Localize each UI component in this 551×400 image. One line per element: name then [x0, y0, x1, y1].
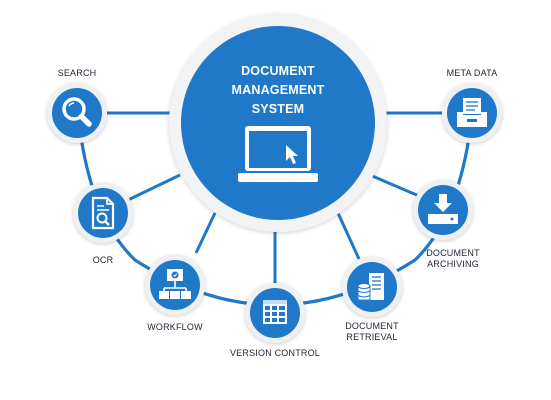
node-document-retrieval[interactable] [342, 257, 402, 317]
node-document-archiving-disc [418, 185, 468, 235]
node-ocr-label: OCR [73, 255, 133, 266]
document-scan-icon [91, 196, 115, 230]
hub-title-line: SYSTEM [251, 102, 305, 116]
hub-title-line: MANAGEMENT [231, 83, 325, 97]
label-line: META DATA [446, 68, 498, 78]
node-search-disc [52, 88, 102, 138]
hub-title-line: DOCUMENT [241, 64, 315, 78]
central-hub: DOCUMENT MANAGEMENT SYSTEM [169, 14, 387, 232]
laptop-cursor-icon [238, 126, 318, 182]
spoke-workflow [194, 212, 217, 254]
label-line: SEARCH [57, 68, 97, 78]
node-search-label: SEARCH [47, 68, 107, 79]
node-workflow-disc [150, 260, 200, 310]
node-ocr-disc [78, 188, 128, 238]
node-document-archiving-label: DOCUMENT ARCHIVING [413, 248, 493, 270]
node-workflow[interactable] [145, 255, 205, 315]
download-tray-icon [428, 194, 458, 224]
grid-table-icon [263, 300, 287, 324]
spoke-retrieval [336, 212, 361, 260]
node-search[interactable] [47, 83, 107, 143]
spoke-ocr [127, 173, 181, 202]
node-version-control-label: VERSION CONTROL [215, 348, 335, 359]
node-workflow-label: WORKFLOW [140, 322, 210, 333]
label-line: VERSION CONTROL [229, 348, 320, 358]
org-chart-icon [159, 269, 191, 299]
node-document-retrieval-disc [347, 262, 397, 312]
node-version-control[interactable] [245, 283, 305, 343]
label-line: DOCUMENT [426, 248, 480, 258]
node-version-control-disc [250, 288, 300, 338]
label-line: OCR [92, 255, 114, 265]
magnifier-icon [62, 97, 92, 127]
node-ocr[interactable] [73, 183, 133, 243]
label-line: WORKFLOW [147, 322, 203, 332]
spoke-archiving [369, 173, 420, 198]
node-meta-data-disc [447, 88, 497, 138]
node-meta-data-label: META DATA [432, 68, 512, 79]
label-line: DOCUMENT [345, 321, 399, 331]
node-meta-data[interactable] [442, 83, 502, 143]
file-drawer-icon [457, 98, 487, 127]
label-line: RETRIEVAL [346, 332, 398, 342]
node-document-retrieval-label: DOCUMENT RETRIEVAL [332, 321, 412, 343]
node-document-archiving[interactable] [413, 180, 473, 240]
label-line: ARCHIVING [427, 259, 479, 269]
server-database-icon [357, 273, 384, 301]
hub-title: DOCUMENT MANAGEMENT SYSTEM [181, 62, 375, 119]
central-hub-disc: DOCUMENT MANAGEMENT SYSTEM [181, 26, 375, 220]
